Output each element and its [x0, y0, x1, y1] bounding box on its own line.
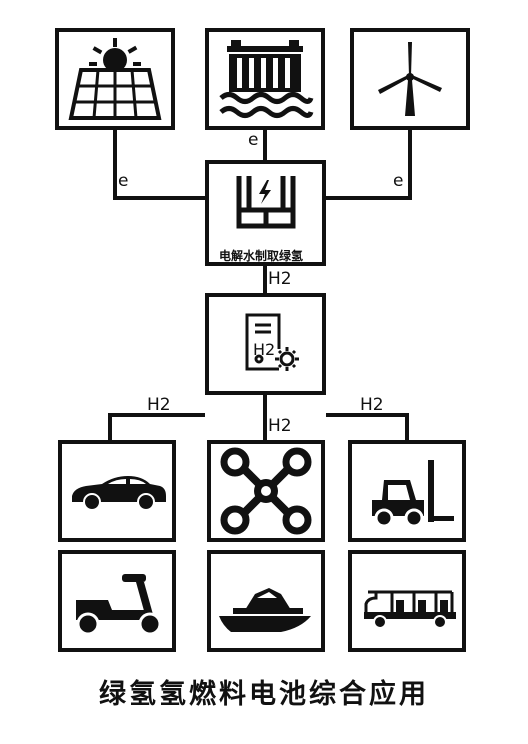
edge-label-e-mid: e [248, 130, 259, 150]
app-scooter-box [58, 550, 176, 652]
edge-h2-left [108, 413, 205, 442]
edge-h2-right [326, 413, 409, 442]
fuel-cell-icon [245, 313, 299, 371]
app-boat-box [207, 550, 325, 652]
wind-turbine-icon [378, 42, 442, 116]
electrolyzer-label: 电解水制取绿氢 [219, 249, 304, 263]
diagram-caption: 绿氢氢燃料电池综合应用 [99, 679, 429, 710]
wind-box [350, 28, 470, 130]
solar-panel-icon [68, 38, 162, 120]
fuel-cell-box: H2 [205, 293, 326, 395]
car-icon [72, 476, 166, 511]
app-forklift-box [348, 440, 466, 542]
forklift-icon [372, 460, 454, 528]
edge-label-h2-right: H2 [360, 395, 384, 415]
edge-wind [326, 128, 412, 200]
fuel-cell-label: H2 [253, 340, 276, 359]
solar-box [55, 28, 175, 130]
edge-label-h2-mid: H2 [268, 416, 292, 436]
app-car-box [58, 440, 176, 542]
electrolyzer-icon [236, 176, 296, 229]
app-cart-box [348, 550, 466, 652]
scooter-icon [76, 574, 162, 636]
edge-label-h2-cell: H2 [268, 269, 292, 289]
edge-label-e-right: e [393, 171, 404, 191]
boat-icon [219, 588, 311, 632]
edge-solar [113, 128, 205, 200]
hydro-dam-icon [219, 40, 314, 118]
sightseeing-cart-icon [364, 590, 456, 629]
edge-label-h2-left: H2 [147, 395, 171, 415]
drone-icon [220, 447, 312, 535]
electrolyzer-box: 电解水制取绿氢 [205, 160, 326, 266]
hydro-box [205, 28, 325, 130]
edge-label-e-left: e [118, 171, 129, 191]
app-drone-box [207, 440, 325, 542]
